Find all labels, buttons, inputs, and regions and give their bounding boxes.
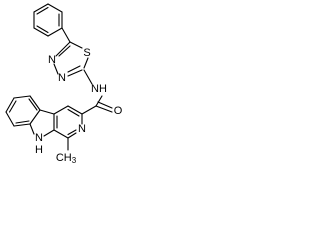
bond-nh-co [95,95,103,107]
bond-ph-d1 [36,6,49,15]
bond-bz-d3 [15,120,30,124]
bond-bz-2 [13,95,31,99]
bond-bz-d1 [28,98,38,111]
atom-n-thiadiazole-right: N [58,72,66,84]
bond-co-double [97,101,113,109]
molecule-structure: N N S NH O N N H CH3 [5,3,123,165]
bond-td-nc-d [58,45,71,57]
bond-bz-4 [5,111,15,127]
bond-py-d1 [67,108,80,117]
bond-pr-3 [29,123,35,135]
bond-ph-5 [33,27,49,37]
atom-n-pyridine: N [78,123,86,135]
bond-td-cn-d [67,65,81,73]
methyl-subscript: 3 [72,156,77,165]
bond-ph-td [61,27,71,43]
bond-py-d3 [67,129,77,136]
bond-py-1 [67,105,83,115]
bond-c-nh [83,69,93,85]
atom-o-carbonyl: O [114,105,123,117]
bond-ph-1 [33,3,49,13]
bond-ph-4 [47,27,63,37]
atom-nh-amide: NH [91,83,107,95]
bond-pr-2 [29,109,41,125]
bond-td-nn [53,63,59,75]
bond-ph-d3 [36,25,49,34]
atom-n-thiadiazole-left: N [48,54,56,66]
bond-bz-1 [29,95,41,111]
bond-bz-d2 [8,100,17,113]
bonds [5,3,113,151]
methyl-ch: CH [56,152,72,164]
bond-co-py [81,105,97,115]
bond-bz-5 [13,123,31,127]
atom-n-indole: N [35,132,43,144]
atom-labels: N N S NH O N N H CH3 [35,47,123,165]
atom-s-thiadiazole: S [83,47,90,59]
bond-pr-1 [39,109,55,115]
bond-td-cs [69,41,83,49]
atom-h-indole: H [35,144,43,156]
bond-td-nc [55,41,71,57]
bond-py-2 [53,105,69,115]
atom-methyl: CH3 [56,152,77,165]
bond-co-single [95,105,113,113]
bond-py-5 [67,132,77,139]
bond-td-sc [83,57,89,69]
bond-ph-2 [47,3,63,13]
bond-td-cn [67,69,83,77]
bond-pr-4 [43,129,55,137]
bond-py-4 [53,129,69,139]
bond-bz-3 [5,97,15,113]
